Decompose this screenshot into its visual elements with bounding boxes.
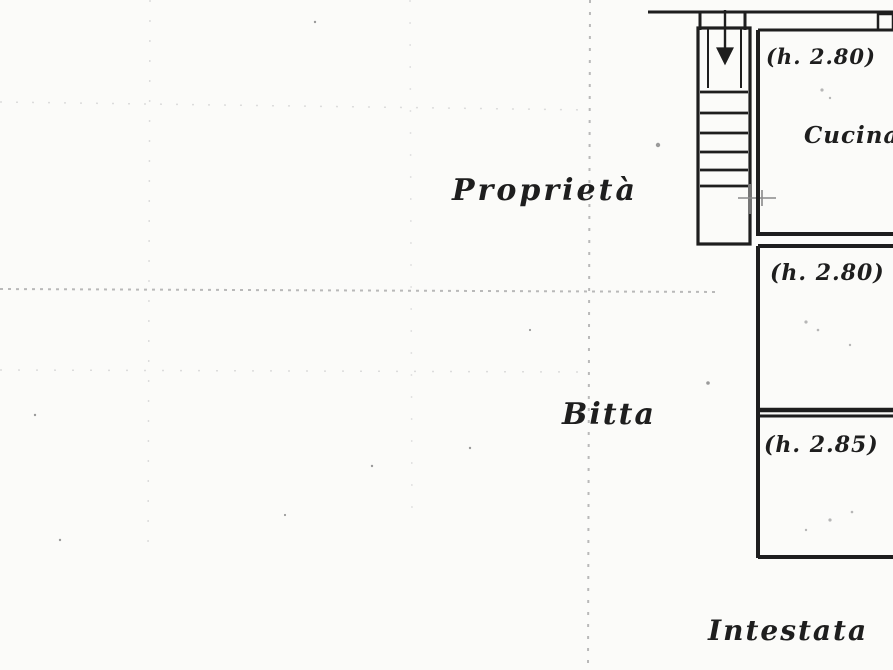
faint-dotted-line-left [147,0,151,561]
label-bitta: Bitta [562,397,656,432]
faint-dotted-line-upper [0,101,591,111]
faint-dotted-line-left-2 [409,0,413,521]
label-room-cucina: Cucina [804,122,893,149]
faint-dotted-line-middle [0,369,591,373]
vertical-boundary-line [587,0,591,670]
boundary-dotted-lines [0,0,721,670]
label-room-height-1: (h. 2.80) [766,44,876,69]
label-room-height-3: (h. 2.85) [764,432,879,458]
room-3 [756,412,893,559]
label-room-height-2: (h. 2.80) [770,260,885,286]
down-arrow-icon [716,10,734,66]
room-interior-marks [804,88,854,532]
top-wall [648,10,893,32]
horizontal-boundary-line [0,288,721,293]
speckles [33,20,710,542]
label-proprieta: Proprietà [452,173,638,208]
room-2 [756,244,893,413]
room-cucina [756,28,893,236]
label-intestata: Intestata [708,614,869,647]
